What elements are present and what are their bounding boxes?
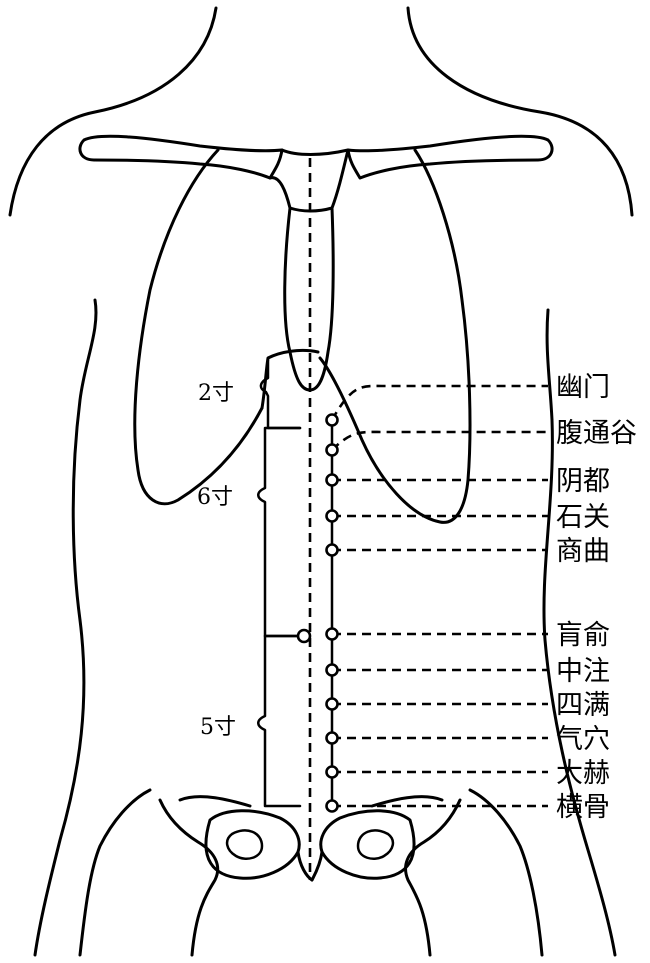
acupoint-huangshu	[325, 627, 339, 641]
measure-label-middle: 6寸	[197, 485, 233, 510]
acupoint-label-huangshu: 肓俞	[556, 620, 610, 651]
acupoint-youmen	[325, 413, 339, 427]
acupoint-zhongzhu	[325, 663, 339, 677]
acupoint-qixue	[325, 731, 339, 745]
measure-label-lower: 5寸	[200, 715, 236, 740]
acupoint-yindu	[325, 473, 339, 487]
acupoint-label-siman: 四满	[556, 690, 610, 721]
acupoint-label-qixue: 气穴	[556, 724, 610, 755]
acupoint-label-youmen: 幽门	[556, 372, 610, 403]
torso-outline	[8, 6, 634, 957]
acupoint-label-henggu: 横骨	[556, 792, 610, 823]
acupoint-shangqu	[325, 543, 339, 557]
acupoint-label-dahe: 大赫	[556, 758, 610, 789]
acupoint-label-yindu: 阴都	[556, 466, 610, 497]
acupoint-label-shangqu: 商曲	[556, 536, 610, 567]
acupoint-label-zhongzhu: 中注	[556, 656, 610, 687]
measure-label-upper: 2寸	[198, 381, 234, 406]
pelvis	[78, 788, 544, 957]
acupoint-shiguan	[325, 509, 339, 523]
acupoint-dahe	[325, 765, 339, 779]
leader-line-youmen	[330, 384, 548, 421]
acupoint-siman	[325, 697, 339, 711]
rib-cage	[133, 148, 472, 524]
acupoint-label-futonggu: 腹通谷	[556, 418, 637, 449]
measurement-brackets	[257, 358, 312, 808]
acupoint-label-shiguan: 石关	[556, 502, 610, 533]
leader-line-futonggu	[331, 430, 548, 451]
acupoint-henggu	[325, 799, 339, 813]
clavicle-and-sternum	[78, 134, 554, 392]
acupoint-futonggu	[325, 443, 339, 457]
